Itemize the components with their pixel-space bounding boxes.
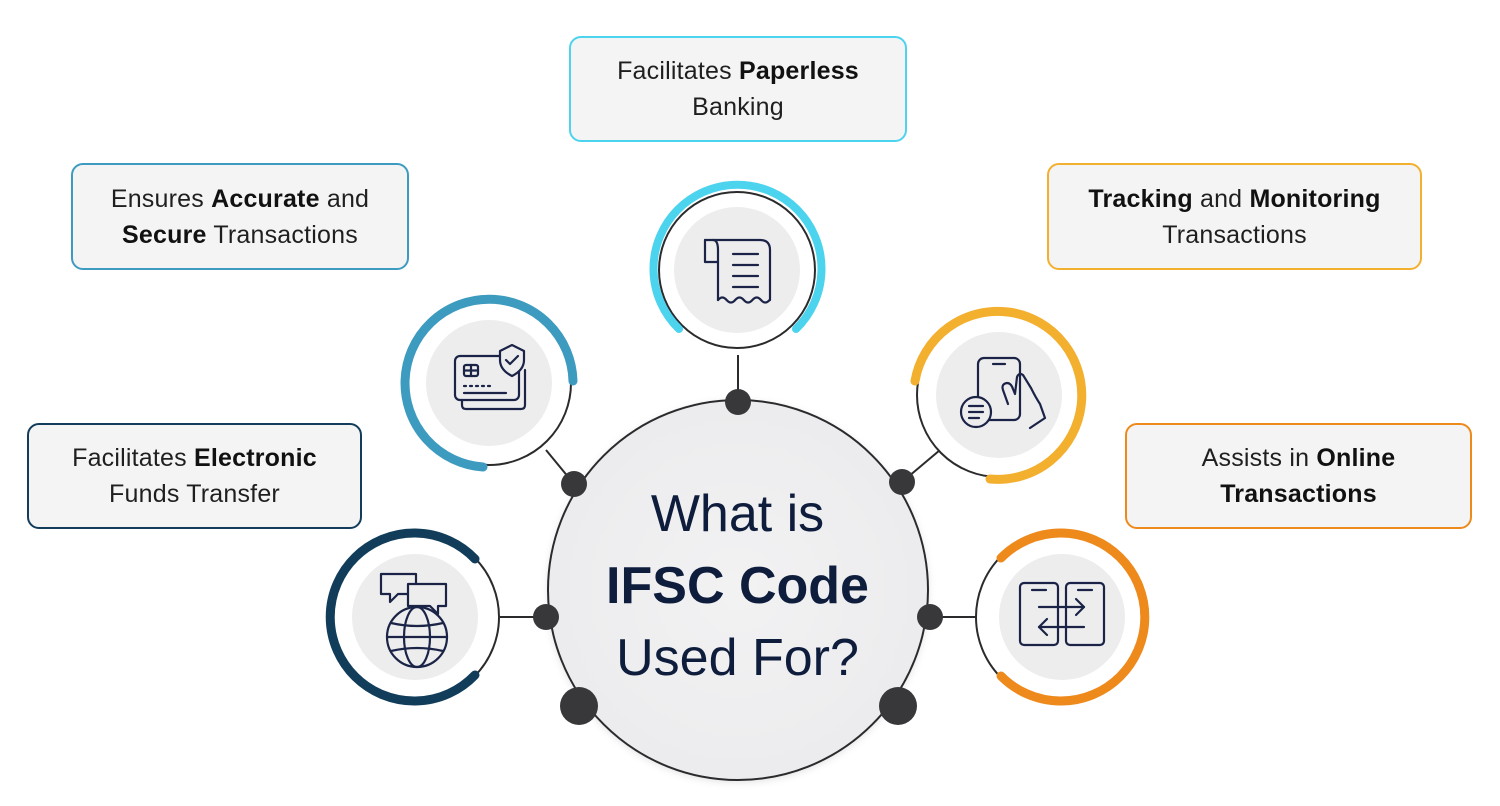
label-text-bold: Paperless	[738, 57, 859, 85]
label-text: Transactions	[1162, 220, 1307, 249]
label-line: Banking	[692, 89, 784, 125]
mobile-tap-icon	[959, 356, 1047, 430]
node-accent-arc	[910, 306, 1087, 484]
node-tracking	[910, 306, 1087, 484]
label-text: Banking	[692, 93, 784, 121]
node-paperless	[649, 180, 826, 349]
receipt-icon	[703, 238, 772, 304]
label-line: Transactions	[1162, 217, 1307, 253]
label-text-bold: Tracking	[1088, 184, 1193, 213]
label-text-bold: Secure	[122, 220, 207, 249]
node-accent-arc	[325, 528, 480, 706]
hub-dot	[561, 471, 587, 497]
node-accent-arc	[649, 180, 826, 333]
center-title: What is IFSC Code Used For?	[555, 478, 920, 694]
label-text-bold: Transactions	[1220, 480, 1377, 508]
node-online	[975, 528, 1150, 706]
label-text-bold: Monitoring	[1249, 184, 1381, 213]
hub-dot	[879, 687, 917, 725]
label-line: Facilitates Electronic	[72, 440, 317, 476]
hub-dot	[889, 469, 915, 495]
label-text-bold: Accurate	[211, 184, 320, 213]
label-text: Ensures	[110, 184, 212, 213]
label-text: Facilitates	[72, 444, 194, 472]
label-text: Funds Transfer	[109, 480, 280, 508]
label-text: and	[1192, 184, 1250, 213]
globe-chat-icon	[379, 572, 449, 669]
label-line: Transactions	[1220, 476, 1377, 512]
hub-circle	[548, 400, 928, 780]
label-text: and	[319, 184, 370, 213]
center-title-line: Used For?	[616, 629, 859, 687]
node-accent-arc	[400, 294, 578, 472]
label-text-bold: Online	[1316, 444, 1396, 472]
label-line: Tracking and Monitoring	[1088, 181, 1380, 217]
hub-dot	[533, 604, 559, 630]
node-electronic	[325, 528, 500, 706]
hub-dot	[917, 604, 943, 630]
label-text-bold: Electronic	[194, 444, 317, 472]
center-title-line: What is	[650, 485, 825, 543]
label-line: Ensures Accurate and	[111, 181, 369, 217]
label-line: Assists in Online	[1202, 440, 1396, 476]
label-text: Transactions	[206, 220, 358, 249]
node-accent-arc	[996, 528, 1150, 706]
label-text: Facilitates	[617, 57, 739, 85]
label-line: Secure Transactions	[122, 217, 358, 253]
label-line: Facilitates Paperless	[617, 53, 859, 89]
label-text: Assists in	[1201, 444, 1317, 472]
hub-dot	[560, 687, 598, 725]
center-title-line: IFSC Code	[606, 557, 869, 615]
label-line: Funds Transfer	[109, 476, 280, 512]
transfer-arrows-icon	[1018, 581, 1106, 647]
hub-dot	[725, 389, 751, 415]
node-secure	[400, 294, 578, 472]
secure-card-icon	[453, 343, 527, 411]
